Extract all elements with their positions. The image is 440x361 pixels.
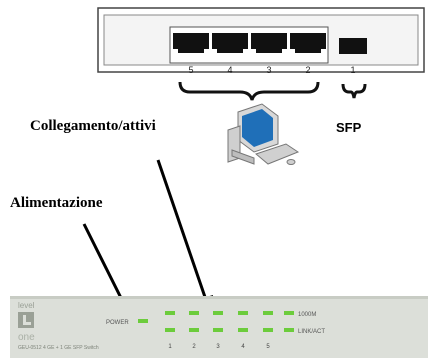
led-1000m-label: 1000M (298, 312, 316, 318)
port-number-2: 2 (305, 65, 310, 75)
rj45-port-4 (212, 33, 248, 53)
rear-panel: 5 4 3 2 1 (97, 7, 425, 75)
model-text: GEU-0512 4 GE + 1 GE SFP Switch (18, 345, 99, 351)
port-3-link-led (213, 328, 223, 332)
port-2-link-led (189, 328, 199, 332)
front-panel: level one POWER GEU-0512 4 GE + 1 GE SFP… (10, 296, 428, 358)
computer-icon (227, 103, 300, 165)
port-4-1000m-led (238, 311, 248, 315)
port-number-4: 4 (227, 65, 232, 75)
svg-text:one: one (18, 332, 35, 343)
power-led-label: POWER (106, 320, 129, 326)
port-1-1000m-led (165, 311, 175, 315)
ports-brace (178, 81, 320, 101)
link-activity-label: Collegamento/attivi (30, 118, 156, 134)
rj45-port-2 (290, 33, 326, 53)
legend-link-led (284, 328, 294, 332)
link-activity-arrow (156, 159, 213, 314)
front-port-number-2: 2 (192, 344, 196, 350)
level-one-logo: level one (18, 301, 35, 343)
power-callout-label: Alimentazione (10, 195, 103, 211)
port-5-1000m-led (263, 311, 273, 315)
port-3-1000m-led (213, 311, 223, 315)
rj45-port-3 (251, 33, 287, 53)
front-port-number-4: 4 (241, 344, 245, 350)
port-5-link-led (263, 328, 273, 332)
led-link-label: LINK/ACT (298, 329, 325, 335)
power-led (138, 319, 148, 323)
port-1-link-led (165, 328, 175, 332)
front-port-number-1: 1 (168, 344, 172, 350)
rj45-port-5 (173, 33, 209, 53)
port-4-link-led (238, 328, 248, 332)
port-number-5: 5 (188, 65, 193, 75)
sfp-label: SFP (336, 120, 362, 135)
port-number-1: 1 (350, 65, 355, 75)
front-port-number-5: 5 (266, 344, 270, 350)
svg-text:level: level (18, 301, 35, 310)
sfp-port (339, 38, 367, 54)
port-number-3: 3 (266, 65, 271, 75)
port-2-1000m-led (189, 311, 199, 315)
sfp-brace (341, 83, 367, 99)
legend-1000m-led (284, 311, 294, 315)
front-port-number-3: 3 (216, 344, 220, 350)
